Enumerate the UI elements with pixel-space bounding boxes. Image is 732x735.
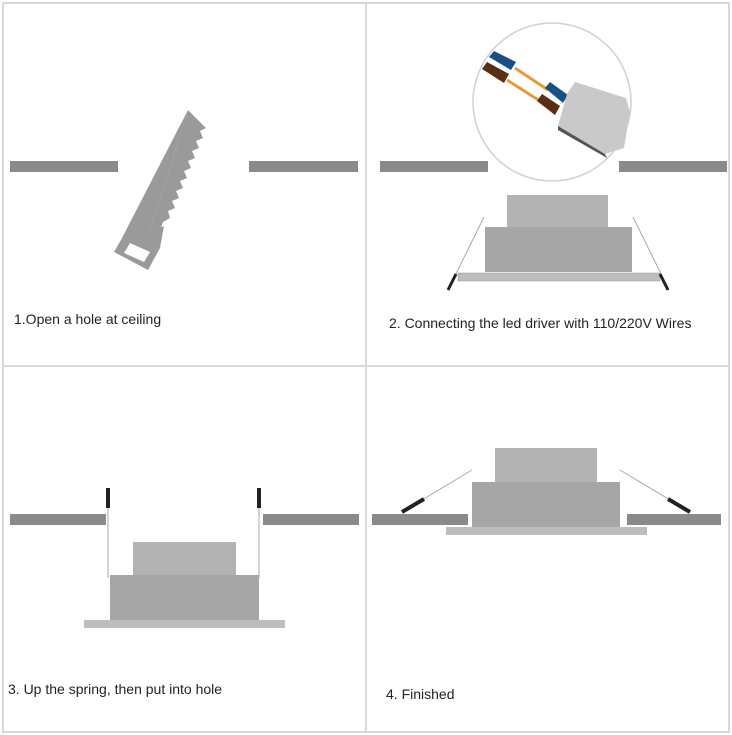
saw-icon bbox=[114, 110, 206, 270]
step4-label: 4. Finished bbox=[386, 686, 455, 702]
led-driver bbox=[495, 448, 597, 482]
wire-icon bbox=[482, 51, 630, 158]
step3-illustration bbox=[10, 488, 359, 628]
ceiling-left bbox=[10, 161, 118, 172]
step1-label: 1.Open a hole at ceiling bbox=[14, 311, 162, 327]
step2-illustration bbox=[380, 22, 727, 291]
step3-label: 3. Up the spring, then put into hole bbox=[8, 681, 223, 697]
light-housing bbox=[485, 227, 632, 272]
ceiling-right bbox=[249, 161, 358, 172]
ceiling-left bbox=[380, 161, 488, 172]
light-housing bbox=[110, 575, 259, 620]
light-trim bbox=[446, 527, 647, 535]
ceiling-right bbox=[619, 161, 727, 172]
ceiling-right bbox=[263, 514, 359, 525]
step1-illustration bbox=[10, 110, 358, 270]
ceiling-left bbox=[10, 514, 106, 525]
ceiling-left bbox=[372, 514, 468, 525]
light-housing bbox=[472, 482, 620, 527]
light-trim bbox=[457, 272, 661, 282]
light-trim bbox=[84, 620, 285, 628]
led-driver bbox=[507, 195, 608, 228]
ceiling-right bbox=[627, 514, 721, 525]
led-driver bbox=[133, 542, 236, 576]
step2-label: 2. Connecting the led driver with 110/22… bbox=[389, 315, 692, 331]
step4-illustration bbox=[372, 448, 721, 535]
